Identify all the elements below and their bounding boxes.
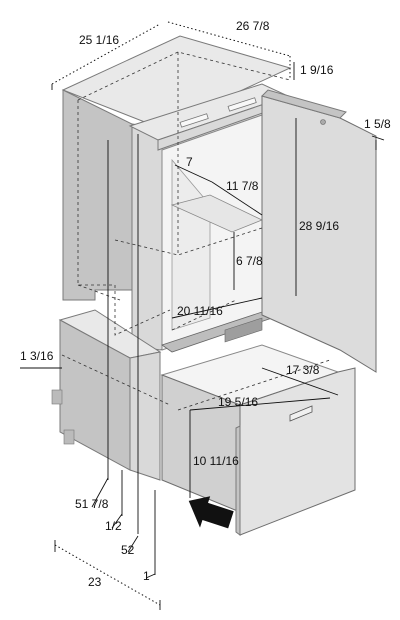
control-panel <box>224 317 263 343</box>
label-overall-width: 26 7/8 <box>236 19 270 33</box>
label-overall-bottom-depth: 23 <box>88 575 102 589</box>
trim-vent-right <box>227 97 257 112</box>
label-side-offset: 1 3/16 <box>20 349 54 363</box>
cutout-outline <box>61 51 331 411</box>
drawer-front-edge <box>235 425 241 536</box>
label-gap-half: 1/2 <box>105 519 122 533</box>
label-gap-one: 1 <box>143 569 150 583</box>
side-foot-lower <box>63 429 75 445</box>
label-top-trim-height: 1 9/16 <box>300 63 334 77</box>
label-drawer-depth: 17 3/8 <box>286 363 320 377</box>
top-trim <box>128 83 290 151</box>
label-drawer-width: 19 5/16 <box>218 395 258 409</box>
door-panel <box>261 95 377 373</box>
lower-cabinet <box>51 309 162 481</box>
door-top-edge <box>261 89 347 119</box>
fridge-door <box>261 89 377 373</box>
side-foot-upper <box>51 389 63 405</box>
label-total-height: 51 7/8 <box>75 497 109 511</box>
drawer-open-arrow-icon <box>188 496 234 529</box>
label-interior-depth: 7 <box>186 155 193 169</box>
label-door-thickness: 1 5/8 <box>364 117 391 131</box>
door-hinge <box>320 119 326 125</box>
dimension-labels: 25 1/16 26 7/8 1 9/16 1 5/8 7 11 7/8 28 … <box>20 19 391 589</box>
cabinet-left-side <box>62 89 133 301</box>
label-compartment-width: 20 11/16 <box>177 304 223 318</box>
label-drawer-height: 10 11/16 <box>193 454 239 468</box>
label-cutout-height: 52 <box>121 543 135 557</box>
trim-vent-left <box>179 113 209 128</box>
label-interior-height: 28 9/16 <box>299 219 339 233</box>
label-shelf-height: 6 7/8 <box>236 254 263 268</box>
drawer-handle-icon <box>289 405 313 422</box>
dimension-lines <box>20 21 385 610</box>
label-interior-width: 11 7/8 <box>226 179 259 193</box>
lower-front-frame <box>129 351 161 481</box>
freezer-drawer <box>160 344 356 536</box>
label-overall-depth: 25 1/16 <box>79 33 119 47</box>
